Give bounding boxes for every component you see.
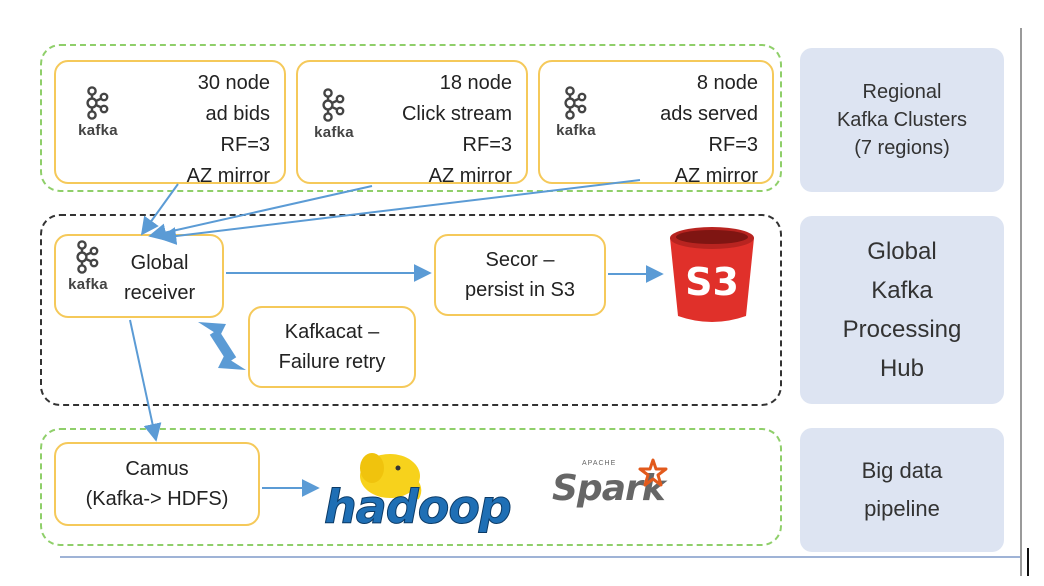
bidirectional-arrow-receiver-kafkacat [198, 322, 246, 370]
corner-tick [1027, 548, 1029, 576]
secor-node: Secor –persist in S3 [434, 234, 606, 316]
camus-node: Camus(Kafka-> HDFS) [54, 442, 260, 526]
arrow-receiver-to-camus [129, 319, 162, 442]
kafka-logo-icon: kafka [58, 240, 118, 293]
kafka-logo-icon: kafka [546, 86, 606, 139]
kafkacat-node: Kafkacat –Failure retry [248, 306, 416, 388]
arrow-clickstream-to-receiver [148, 185, 373, 242]
right-edge-line [1020, 28, 1022, 576]
hadoop-logo-icon: hadoop [324, 438, 513, 535]
kafka-logo-icon: kafka [68, 86, 128, 139]
kafka-wordmark: kafka [68, 276, 108, 293]
hadoop-wordmark: hadoop [324, 480, 513, 535]
s3-label: S3 [685, 260, 739, 304]
kafka-wordmark: kafka [556, 122, 596, 139]
bottom-edge-line [60, 556, 1020, 558]
spark-apache-text: APACHE [582, 460, 617, 467]
regional-clusters-group [40, 44, 782, 192]
big-data-pipeline-group [40, 428, 782, 546]
kafka-logo-icon: kafka [304, 88, 364, 141]
kafka-wordmark: kafka [78, 122, 118, 139]
s3-bucket-icon: S3 [666, 224, 758, 324]
processing-hub-group [40, 214, 782, 406]
kafka-wordmark: kafka [314, 124, 354, 141]
arrow-adsserved-to-receiver [158, 179, 641, 245]
arrow-adbids-to-receiver [140, 183, 179, 236]
spark-logo-icon: APACHE Spark [552, 458, 672, 518]
